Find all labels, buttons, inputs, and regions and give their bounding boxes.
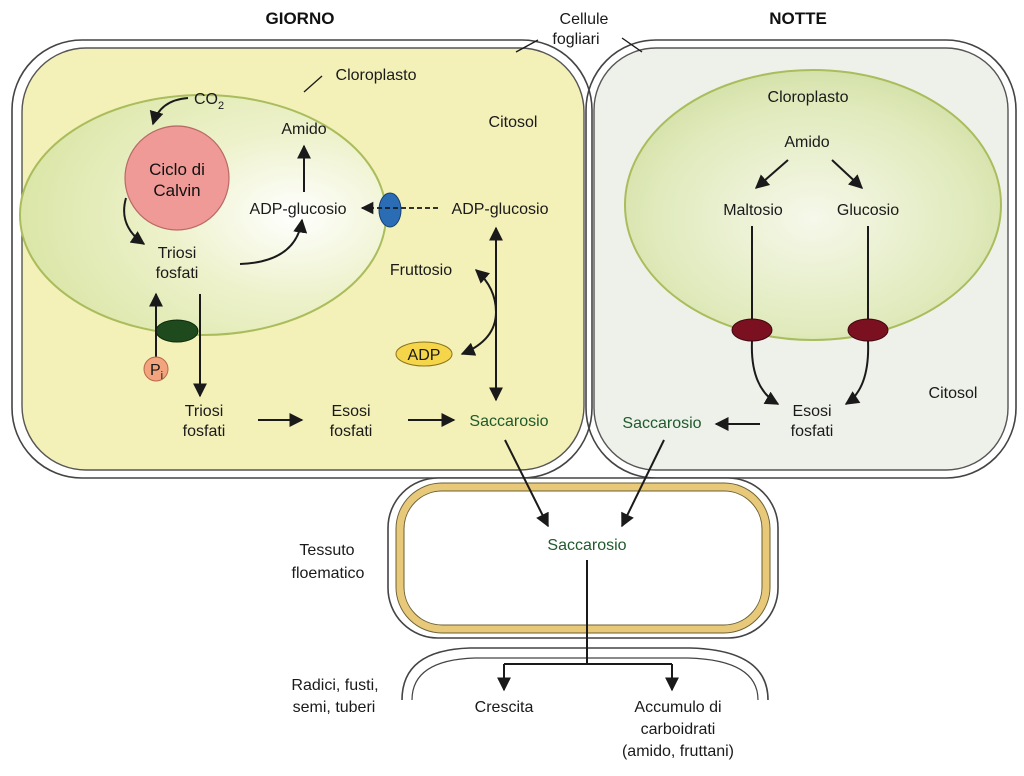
day-chloroplast-pointer <box>303 75 323 93</box>
night-esosi-label-line1: Esosi <box>792 403 831 420</box>
pi-circle <box>143 356 169 382</box>
night-header: NOTTE <box>769 9 827 28</box>
calvin-cycle-label-line2: Calvin <box>153 181 200 200</box>
night-amido-label: Amido <box>784 134 829 151</box>
glucosio-transporter <box>847 318 889 342</box>
co2-arrow <box>149 97 189 126</box>
adp-glucosio-inner-label: ADP-glucosio <box>250 201 347 218</box>
triosi-outer-label-line1: Triosi <box>185 403 224 420</box>
glucosio-to-esosi-arrow <box>844 340 870 405</box>
night-citosol-label: Citosol <box>929 385 978 402</box>
night-chloroplast-label: Cloroplasto <box>768 89 849 106</box>
pi-label: Pi <box>150 362 163 382</box>
sink-tissue-outline <box>401 647 769 701</box>
calvin-output-arrow <box>123 197 146 245</box>
night-esosi-label-line2: fosfati <box>791 423 834 440</box>
glucosio-label: Glucosio <box>837 202 899 219</box>
adp-glucosio-transporter <box>378 192 402 228</box>
maltosio-label: Maltosio <box>723 202 783 219</box>
phloem-tissue-label-line1: Tessuto <box>299 542 354 559</box>
co2-label: CO2 <box>194 91 224 112</box>
adp-label: ADP <box>408 347 441 364</box>
triosi-to-adp-glucosio-arrow <box>239 218 308 265</box>
maltosio-to-esosi-arrow <box>750 340 780 405</box>
day-chloroplast-label: Cloroplasto <box>336 67 417 84</box>
accumulo-label-line2: carboidrati <box>641 721 716 738</box>
day-esosi-label-line1: Esosi <box>331 403 370 420</box>
fruttosio-label: Fruttosio <box>390 262 452 279</box>
day-saccarosio-label: Saccarosio <box>469 413 548 430</box>
sink-tissue-label-line1: Radici, fusti, <box>291 677 378 694</box>
amido-to-maltosio-arrow <box>754 159 789 189</box>
phloem-saccarosio-label: Saccarosio <box>547 537 626 554</box>
day-saccarosio-to-phloem-arrow <box>504 439 549 528</box>
triosi-inner-label-line1: Triosi <box>158 245 197 262</box>
triosi-inner-label-line2: fosfati <box>156 265 199 282</box>
phloem-tissue-label-line2: floematico <box>292 565 365 582</box>
phloem-tissue <box>387 477 779 639</box>
day-amido-label: Amido <box>281 121 326 138</box>
sink-tissue-label-line2: semi, tuberi <box>293 699 376 716</box>
night-chloroplast <box>624 69 1002 341</box>
night-saccarosio-label: Saccarosio <box>622 415 701 432</box>
calvin-cycle-circle <box>124 125 230 231</box>
leaf-cells-label-line1: Cellule <box>560 11 609 28</box>
crescita-label: Crescita <box>475 699 534 716</box>
triose-phosphate-transporter <box>155 319 199 343</box>
calvin-cycle-label-line1: Ciclo di <box>149 160 205 179</box>
accumulo-label-line1: Accumulo di <box>634 699 721 716</box>
accumulo-label-line3: (amido, fruttani) <box>622 743 734 760</box>
adp-oval <box>395 341 453 367</box>
triosi-outer-label-line2: fosfati <box>183 423 226 440</box>
maltosio-transporter <box>731 318 773 342</box>
day-esosi-label-line2: fosfati <box>330 423 373 440</box>
adp-glucosio-outer-label: ADP-glucosio <box>452 201 549 218</box>
night-saccarosio-to-phloem-arrow <box>621 439 665 528</box>
leaf-cells-pointer-right <box>621 37 643 53</box>
amido-to-glucosio-arrow <box>831 159 864 189</box>
leaf-cells-label-line2: fogliari <box>552 31 599 48</box>
day-citosol-label: Citosol <box>489 114 538 131</box>
leaf-cells-pointer-left <box>515 39 539 53</box>
day-header: GIORNO <box>266 9 335 28</box>
